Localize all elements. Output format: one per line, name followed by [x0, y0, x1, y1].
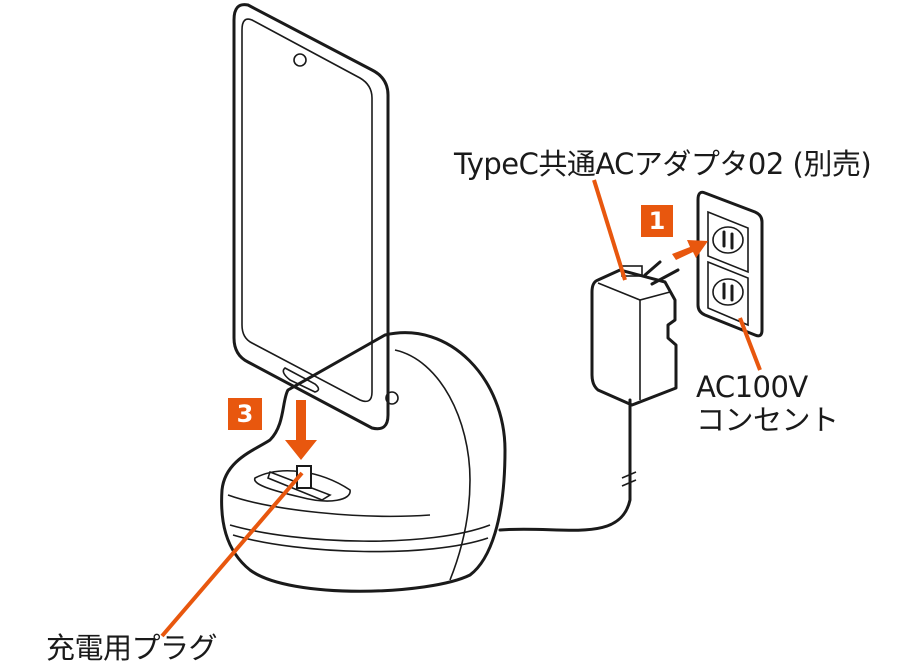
plug-label: 充電用プラグ — [46, 631, 218, 665]
step-1-badge: 1 — [641, 205, 673, 237]
arrow-right-icon — [672, 240, 708, 260]
outlet-label-name: コンセント — [696, 403, 839, 437]
ac-adapter — [590, 260, 680, 407]
smartphone — [232, 3, 399, 431]
desktop-holder — [220, 331, 637, 593]
wall-outlet — [696, 190, 764, 338]
adapter-leader-line — [592, 179, 627, 281]
plug-leader-line — [160, 471, 304, 638]
outlet-leader-line — [738, 317, 762, 371]
arrow-down-icon — [285, 400, 317, 460]
outlet-label-voltage: AC100V — [696, 370, 808, 404]
adapter-label: TypeC共通ACアダプタ02 (別売) — [454, 147, 872, 181]
step-3-badge: 3 — [228, 398, 262, 430]
